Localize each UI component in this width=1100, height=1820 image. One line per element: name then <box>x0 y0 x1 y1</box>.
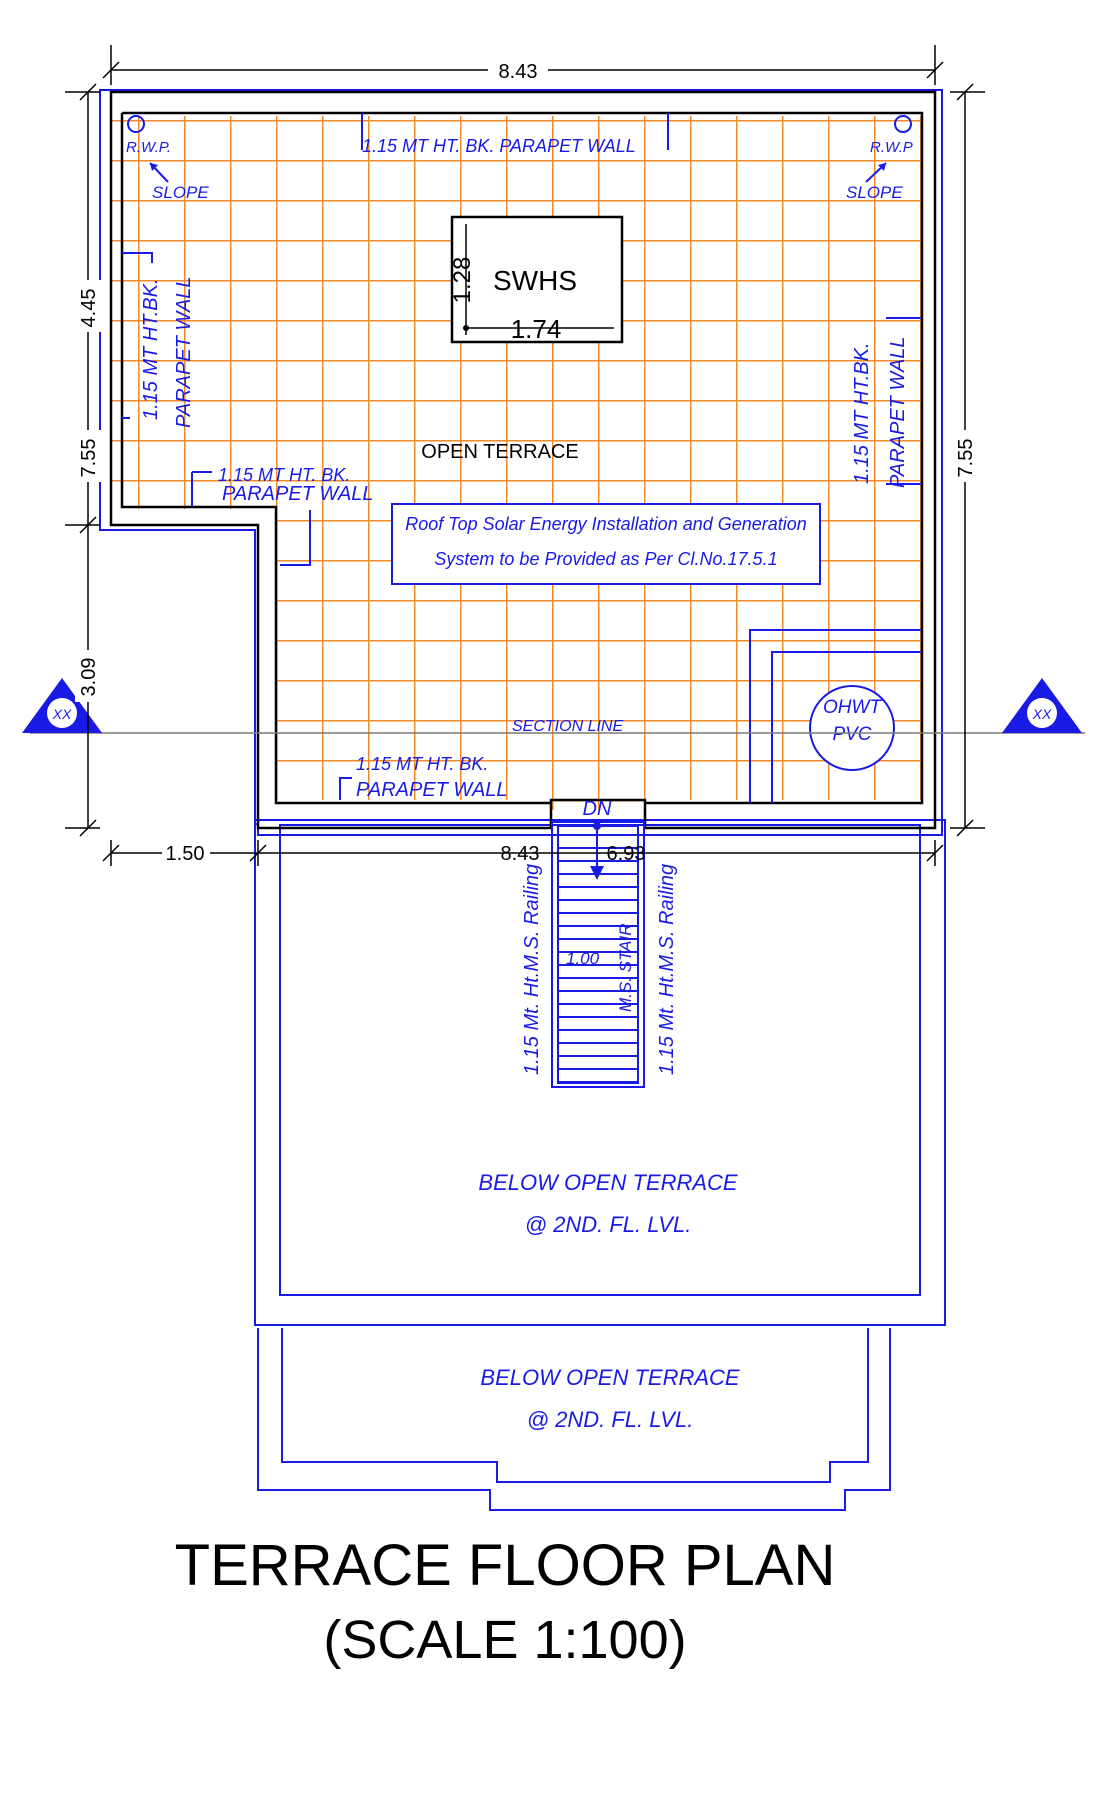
stair-arrow: DN <box>583 798 612 880</box>
slope-left-label: SLOPE <box>152 183 209 202</box>
parapet-left-label: 1.15 MT HT.BK. PARAPET WALL <box>122 252 195 428</box>
rwp-left-icon <box>127 115 145 133</box>
dimension-bottom-total: 8.43 <box>501 843 540 865</box>
svg-text:PARAPET WALL: PARAPET WALL <box>887 336 909 488</box>
stair-width-dim: 1.00 <box>566 949 600 968</box>
plan-title: TERRACE FLOOR PLAN <box>175 1533 836 1598</box>
railing-left-label: 1.15 Mt. Ht.M.S. Railing <box>521 864 543 1075</box>
slope-arrow-icon <box>878 163 886 171</box>
rwp-left: R.W.P. SLOPE <box>126 115 209 202</box>
dimension-left-lower: 3.09 <box>78 658 100 697</box>
dimension-left-upper: 4.45 <box>78 289 100 328</box>
svg-text:PARAPET WALL: PARAPET WALL <box>222 483 374 505</box>
dimension-right-total: 7.55 <box>955 439 977 478</box>
dn-label: DN <box>583 798 612 820</box>
rwp-right-icon <box>894 115 912 133</box>
swhs-label: SWHS <box>493 265 577 296</box>
ms-stair <box>551 821 645 1088</box>
section-marker-right-label: XX <box>1032 706 1052 722</box>
section-marker-left-label: XX <box>52 706 72 722</box>
swhs-height-dim: 1.28 <box>449 257 476 304</box>
dimension-left: 4.45 7.55 3.09 <box>65 83 101 837</box>
dimension-right: 7.55 <box>950 83 985 837</box>
parapet-bottom-label: 1.15 MT HT. BK. PARAPET WALL <box>339 754 508 801</box>
section-marker-left: XX <box>22 678 102 733</box>
swhs-box: SWHS 1.28 1.74 <box>449 215 624 344</box>
solar-note-line-2: System to be Provided as Per Cl.No.17.5.… <box>434 549 777 569</box>
slope-arrow-icon <box>150 163 158 171</box>
dimension-left-total: 7.55 <box>78 439 100 478</box>
solar-note-box: Roof Top Solar Energy Installation and G… <box>391 503 821 585</box>
dimension-bottom: 1.50 8.43 6.93 <box>102 840 944 866</box>
ohwt-material-label: PVC <box>832 724 871 745</box>
terrace-walls <box>109 90 937 830</box>
rwp-left-label: R.W.P. <box>126 139 171 156</box>
rwp-right: R.W.P SLOPE <box>846 115 913 202</box>
down-arrow-icon <box>590 866 604 880</box>
plan-scale: (SCALE 1:100) <box>323 1610 686 1670</box>
ohwt-tank: OHWT PVC <box>809 685 895 771</box>
parapet-mid-label: 1.15 MT HT. BK. PARAPET WALL <box>191 465 374 566</box>
rwp-right-label: R.W.P <box>870 139 913 156</box>
section-marker-right: XX <box>1002 678 1082 733</box>
below-terrace-level-2: @ 2ND. FL. LVL. <box>527 1407 694 1432</box>
section-line-label: SECTION LINE <box>512 718 623 735</box>
svg-text:1.15 MT HT. BK.: 1.15 MT HT. BK. <box>218 465 350 485</box>
slope-right-label: SLOPE <box>846 183 903 202</box>
below-terrace-label-1: BELOW OPEN TERRACE <box>478 1170 737 1195</box>
open-terrace-label: OPEN TERRACE <box>421 441 578 463</box>
railing-right-label: 1.15 Mt. Ht.M.S. Railing <box>656 864 678 1075</box>
dimension-top-label: 8.43 <box>499 61 538 83</box>
ms-stair-label: M.S. STAIR <box>616 924 635 1012</box>
dimension-top: 8.43 <box>102 45 944 85</box>
svg-text:1.15 MT HT. BK. PARAPET WALL: 1.15 MT HT. BK. PARAPET WALL <box>362 136 636 156</box>
solar-note-line-1: Roof Top Solar Energy Installation and G… <box>405 514 807 534</box>
below-terrace-label-2: BELOW OPEN TERRACE <box>480 1365 739 1390</box>
parapet-top-label: 1.15 MT HT. BK. PARAPET WALL <box>361 113 669 156</box>
below-terrace-level-1: @ 2ND. FL. LVL. <box>525 1212 692 1237</box>
svg-text:1.15 MT HT.BK.: 1.15 MT HT.BK. <box>140 278 162 420</box>
section-line: SECTION LINE <box>30 718 1085 735</box>
dimension-bottom-inner: 6.93 <box>607 843 646 865</box>
svg-text:1.15 MT HT. BK.: 1.15 MT HT. BK. <box>356 754 488 774</box>
ohwt-label: OHWT <box>823 697 882 718</box>
svg-text:1.15 MT HT.BK.: 1.15 MT HT.BK. <box>851 342 873 484</box>
swhs-width-dim: 1.74 <box>511 314 562 344</box>
svg-text:PARAPET WALL: PARAPET WALL <box>356 779 508 801</box>
svg-text:PARAPET WALL: PARAPET WALL <box>173 276 195 428</box>
dimension-bottom-left: 1.50 <box>166 843 205 865</box>
parapet-right-label: 1.15 MT HT.BK. PARAPET WALL <box>851 317 922 488</box>
ohwt-enclosure <box>749 629 922 803</box>
